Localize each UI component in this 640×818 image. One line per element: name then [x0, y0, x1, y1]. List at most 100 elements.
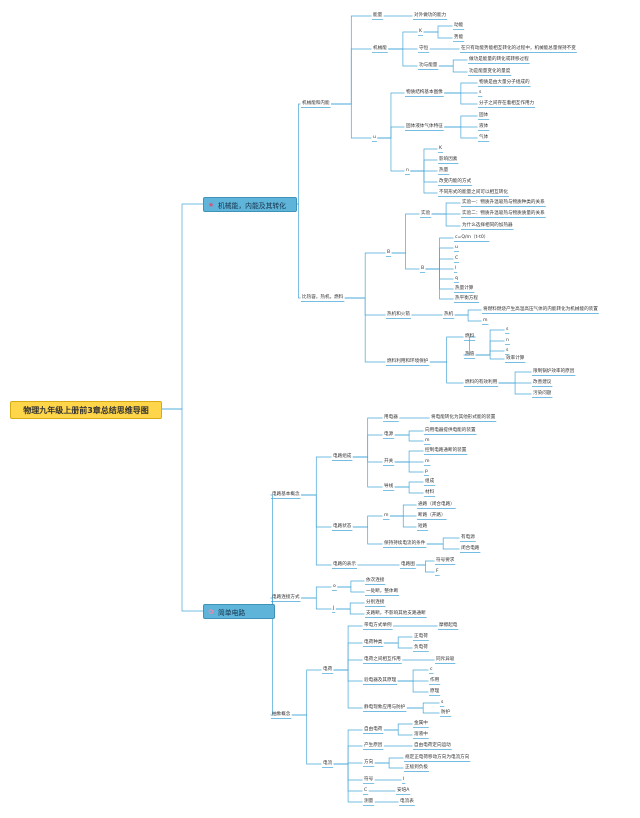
node-c3b1a[interactable]: 金属中 — [414, 721, 428, 726]
node-m3a1d[interactable]: 效率计算 — [506, 356, 525, 361]
node-c2a[interactable]: o — [333, 584, 336, 589]
node-c1b1[interactable]: m — [384, 513, 389, 518]
node-c2[interactable]: 电路连接方式 — [272, 595, 300, 600]
node-m2a1[interactable]: 将燃料燃烧产生高温高压气体的内能转化为机械能的装置 — [483, 307, 598, 312]
node-n3a2[interactable]: s — [479, 90, 482, 95]
node-c1b2[interactable]: 保持持续电流的条件 — [384, 541, 426, 546]
node-c1c1a[interactable]: 符号要求 — [436, 558, 455, 563]
node-n1a[interactable]: 对外做功的能力 — [414, 13, 447, 18]
node-m3b1[interactable]: 限制锅炉效率的原因 — [533, 369, 575, 374]
node-c3a2a[interactable]: 正电荷 — [414, 634, 428, 639]
node-c1c1b[interactable]: F — [436, 569, 439, 574]
node-m1b1[interactable]: c=Q/m（t-t0） — [455, 235, 489, 240]
node-c3a5[interactable]: 静电现象应用与防护 — [364, 705, 406, 710]
node-n3b[interactable]: 固体液体气体特征 — [406, 124, 443, 129]
node-m2a[interactable]: 热机 — [444, 312, 454, 317]
node-m2[interactable]: 热机和火箭 — [387, 312, 410, 317]
node-c1a2b[interactable]: m — [425, 438, 430, 443]
node-c3b4[interactable]: 符号 — [364, 777, 374, 782]
node-m1b2[interactable]: u — [455, 245, 458, 250]
node-m3a1a[interactable]: s — [506, 327, 509, 332]
node-c3b3a[interactable]: 规定正电荷移动方向为电流方向 — [405, 755, 470, 760]
node-c1a1a[interactable]: 将电能转化为其他形式能的装置 — [431, 415, 496, 420]
node-m1a1[interactable]: 实验一：物质升温吸热与物质种类的关系 — [462, 200, 545, 205]
node-c1c[interactable]: 电路的表示 — [333, 562, 356, 567]
node-c3a4b[interactable]: 作用 — [430, 678, 440, 683]
node-c3b1b[interactable]: 溶液中 — [414, 732, 428, 737]
node-m3[interactable]: 燃料利用和环境保护 — [387, 359, 429, 364]
node-c3a4c[interactable]: 原理 — [430, 689, 440, 694]
node-m1[interactable]: B — [387, 250, 391, 255]
node-c3a3a[interactable]: 同斥异吸 — [436, 657, 455, 662]
node-c3a1[interactable]: 带电方式举例 — [364, 623, 392, 628]
node-n2a[interactable]: K — [419, 29, 423, 34]
node-n3c5[interactable]: 不同形式的能量之间可以相互转化 — [439, 190, 508, 195]
node-c1c1[interactable]: 电路图 — [401, 562, 415, 567]
node-m1b5[interactable]: q — [455, 276, 458, 281]
node-c3b4a[interactable]: I — [403, 777, 405, 782]
node-c3b3b[interactable]: 正极到负极 — [405, 765, 428, 770]
node-c2b2[interactable]: 支路断，不影响其他支路通断 — [366, 611, 426, 616]
node-m3b2[interactable]: 改善建议 — [533, 380, 552, 385]
node-c1a3b[interactable]: m — [425, 459, 430, 464]
branch-b2[interactable]: ✿简单电路 — [203, 604, 275, 619]
node-m3b[interactable]: 燃料的有效利用 — [465, 380, 498, 385]
node-c3b6a[interactable]: 电流表 — [400, 799, 414, 804]
node-m3a1[interactable]: 热值 — [465, 352, 475, 357]
node-m1b4[interactable]: l — [455, 266, 457, 271]
node-m1b7[interactable]: 热平衡方程 — [455, 296, 478, 301]
node-c3b2a[interactable]: 自由电荷定向运动 — [414, 743, 451, 748]
node-n1[interactable]: 能量 — [373, 13, 383, 18]
node-c3b5a[interactable]: 安培A — [397, 788, 410, 793]
node-c2b[interactable]: J — [333, 606, 335, 611]
node-c1b1b[interactable]: 断路（开路） — [418, 513, 446, 518]
node-c3b5[interactable]: C — [364, 788, 368, 793]
node-n3b1[interactable]: 固体 — [479, 113, 489, 118]
node-n2b1[interactable]: 在只有动能势能相互转化的过程中，机械能总量保持不变 — [461, 46, 576, 51]
node-n2b[interactable]: 守恒 — [419, 46, 429, 51]
node-c1a[interactable]: 电路组成 — [333, 454, 352, 459]
node-m3a1c[interactable]: s — [506, 348, 509, 353]
node-c1b2b[interactable]: 闭合电路 — [461, 546, 480, 551]
node-c1b[interactable]: 电路状态 — [333, 524, 352, 529]
node-c1a3a[interactable]: 控制电路通断的装置 — [425, 448, 467, 453]
node-m1b[interactable]: B — [421, 266, 425, 271]
node-n2a2[interactable]: 势能 — [454, 35, 464, 40]
node-c1a2a[interactable]: 向用电器提供电能的装置 — [425, 428, 476, 433]
node-m2a2[interactable]: m — [483, 318, 488, 323]
node-c2b1[interactable]: 分别连接 — [366, 600, 385, 605]
node-n3c[interactable]: n — [406, 168, 409, 173]
node-c1a4b[interactable]: 材料 — [425, 490, 435, 495]
node-n3c3[interactable]: 热量 — [439, 168, 449, 173]
node-c3a4[interactable]: 验电器及其原理 — [364, 678, 397, 683]
node-b1-1[interactable]: 机械能和内能 — [302, 101, 330, 106]
node-c3a2[interactable]: 电荷种类 — [364, 640, 383, 645]
node-c3a2b[interactable]: 负电荷 — [414, 645, 428, 650]
node-c1a4[interactable]: 导线 — [384, 484, 394, 489]
node-m1b3[interactable]: C — [455, 256, 459, 261]
root-node[interactable]: 物理九年级上册前3章总结思维导图 — [10, 401, 162, 419]
node-m1a3[interactable]: 为什么选择相同的加热器 — [462, 223, 513, 228]
node-c3a3[interactable]: 电荷之间相互作用 — [364, 657, 401, 662]
node-n3c1[interactable]: K — [439, 146, 443, 151]
node-n3c2[interactable]: 影响因素 — [439, 157, 458, 162]
node-m1b6[interactable]: 热量计算 — [455, 286, 474, 291]
node-c3b3[interactable]: 方向 — [364, 760, 374, 765]
node-c1a3[interactable]: 开关 — [384, 459, 394, 464]
node-c3a5a[interactable]: s — [441, 700, 444, 705]
node-c3b1[interactable]: 自由电荷 — [364, 727, 383, 732]
node-n3c4[interactable]: 改变内能的方式 — [439, 179, 472, 184]
node-m3a[interactable]: 燃料 — [465, 334, 475, 339]
node-c1a4a[interactable]: 组成 — [425, 479, 435, 484]
node-c1[interactable]: 电路基本概念 — [272, 492, 300, 497]
node-b1-2[interactable]: 比热容，热机，燃料 — [302, 295, 344, 300]
node-c3b6[interactable]: 测量 — [364, 799, 374, 804]
node-c2a2[interactable]: 一处断，整体断 — [366, 589, 399, 594]
branch-b1[interactable]: ★机械能，内能及其转化 — [203, 197, 297, 212]
node-n3b2[interactable]: 液体 — [479, 124, 489, 129]
node-c1a2[interactable]: 电源 — [384, 432, 394, 437]
node-n3b3[interactable]: 气体 — [479, 135, 489, 140]
node-n2c2[interactable]: 功是能量变化的量度 — [469, 69, 511, 74]
node-c1a1[interactable]: 用电器 — [384, 415, 398, 420]
node-n2c[interactable]: 功与能量 — [419, 63, 438, 68]
